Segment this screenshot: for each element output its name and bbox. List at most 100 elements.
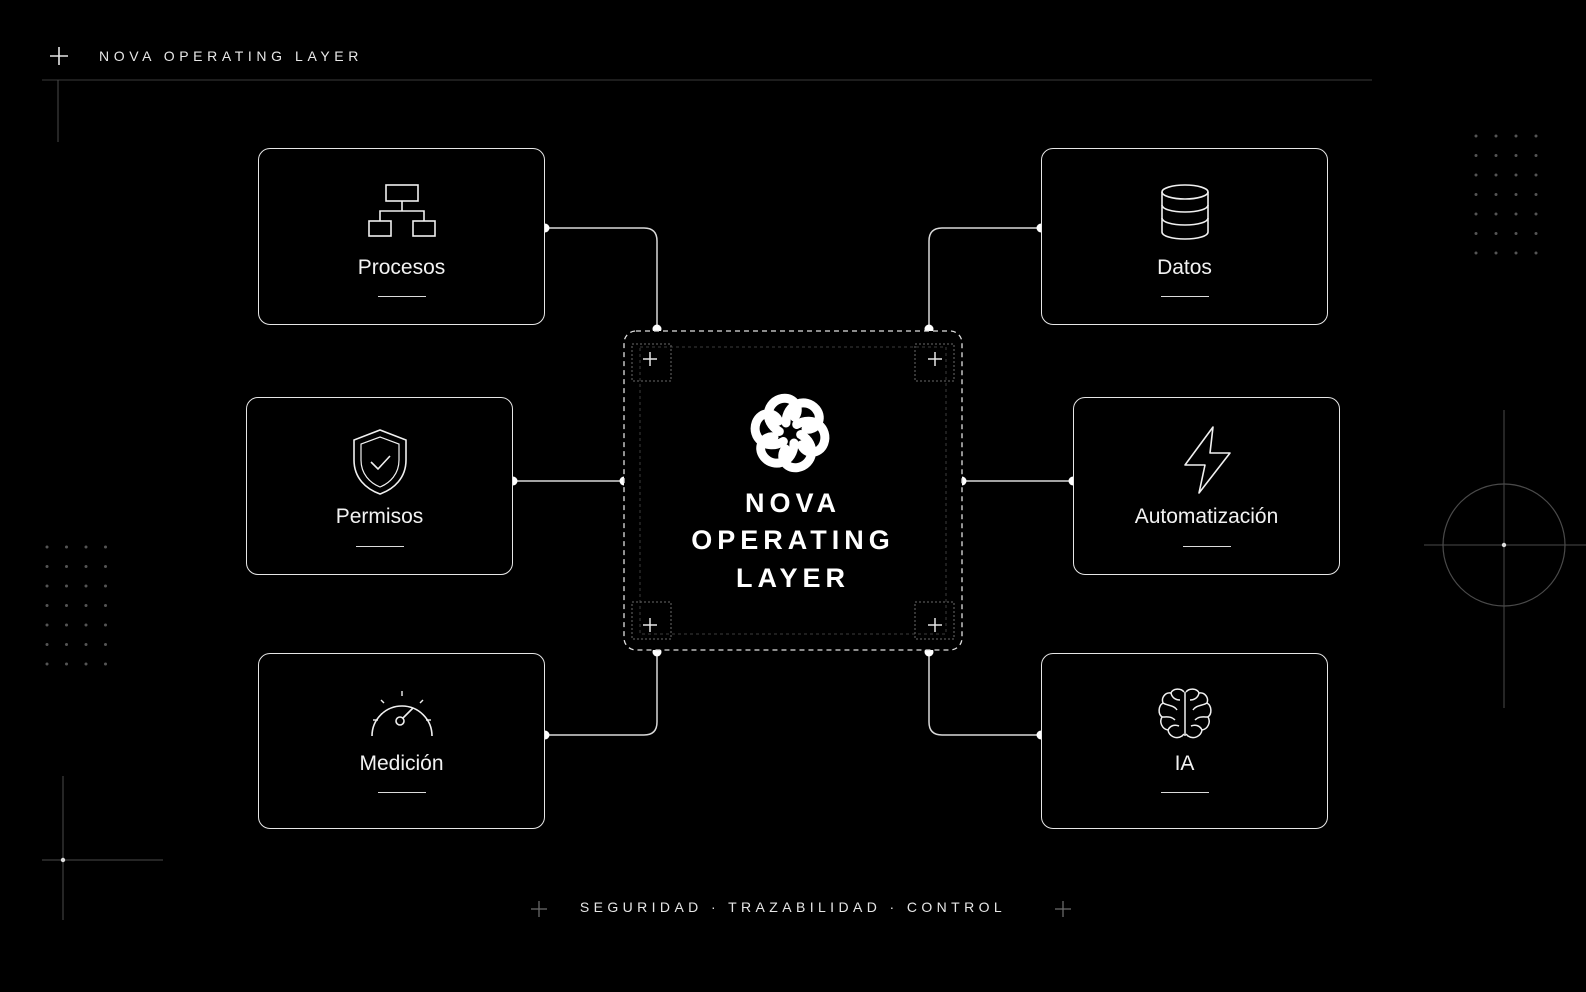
grid-dot	[65, 643, 68, 646]
module-card-procesos[interactable]: Procesos	[258, 148, 545, 325]
label-underline	[377, 792, 426, 793]
grid-dot	[1494, 173, 1498, 177]
module-card-ia[interactable]: IA	[1041, 653, 1328, 829]
footer-tagline: SEGURIDAD · TRAZABILIDAD · CONTROL	[579, 899, 1007, 915]
grid-dot	[1534, 193, 1538, 196]
hub-frame	[623, 330, 963, 651]
logo-loop	[764, 393, 802, 436]
database-icon	[1160, 184, 1209, 240]
grid-dot	[1474, 251, 1478, 255]
grid-dot	[1494, 232, 1498, 235]
grid-dot	[45, 545, 49, 549]
label-underline	[355, 546, 404, 547]
grid-dot	[45, 623, 49, 627]
grid-dot	[1534, 173, 1538, 177]
grid-dot	[1514, 232, 1518, 235]
grid-dot	[65, 565, 68, 568]
brain-icon	[1157, 688, 1212, 739]
hub-title-line-2: OPERATING	[691, 525, 895, 555]
grid-dot	[1534, 154, 1538, 157]
module-card-medicion[interactable]: Medición	[258, 653, 545, 829]
grid-dot	[65, 545, 68, 549]
module-label: Automatización	[1134, 505, 1279, 528]
dot-grid-left	[45, 545, 107, 666]
grid-dot	[84, 584, 88, 588]
grid-dot	[1514, 251, 1518, 255]
grid-dot	[104, 604, 107, 607]
label-underline	[1160, 792, 1209, 793]
module-label: Procesos	[357, 256, 446, 279]
grid-dot	[104, 623, 107, 627]
grid-dot	[45, 604, 49, 607]
grid-dot	[65, 604, 68, 607]
grid-dot	[1514, 193, 1518, 196]
grid-dot	[45, 643, 49, 646]
grid-dot	[65, 623, 68, 627]
hub-title-line-1: NOVA	[744, 488, 841, 518]
grid-dot	[104, 565, 107, 568]
module-label: Datos	[1157, 256, 1212, 279]
module-card-datos[interactable]: Datos	[1041, 148, 1328, 325]
grid-dot	[84, 565, 88, 568]
grid-dot	[1494, 212, 1498, 216]
grid-dot	[65, 662, 68, 666]
footer-plus-left-icon	[531, 901, 547, 917]
logo-loop	[792, 416, 830, 457]
grid-dot	[1494, 154, 1498, 157]
shield-check-icon	[352, 429, 407, 495]
grid-dot	[1474, 154, 1478, 157]
grid-dot	[84, 623, 88, 627]
grid-dot	[1514, 134, 1518, 138]
grid-dot	[1514, 212, 1518, 216]
grid-dot	[1494, 134, 1498, 138]
grid-dot	[45, 662, 49, 666]
grid-dot	[1474, 173, 1478, 177]
connector-ia	[928, 652, 1041, 736]
gauge-icon	[370, 691, 433, 737]
module-label: IA	[1174, 752, 1195, 775]
connector-procesos	[545, 227, 658, 329]
grid-dot	[1474, 212, 1478, 216]
logo-loop	[750, 409, 788, 450]
grid-dot	[1534, 212, 1538, 216]
header-title: NOVA OPERATING LAYER	[99, 48, 363, 64]
grid-dot	[1474, 193, 1478, 196]
logo-loop	[756, 432, 799, 468]
lightning-icon	[1183, 426, 1231, 494]
logo-loop	[778, 430, 816, 473]
module-label: Medición	[359, 752, 444, 775]
grid-dot	[1494, 251, 1498, 255]
grid-dot	[1534, 232, 1538, 235]
grid-dot	[1514, 173, 1518, 177]
grid-dot	[1514, 154, 1518, 157]
module-card-permisos[interactable]: Permisos	[246, 397, 513, 575]
grid-dot	[104, 584, 107, 588]
nova-knot-logo	[750, 393, 830, 473]
connector-lines	[513, 227, 1073, 736]
label-underline	[1160, 296, 1209, 297]
label-underline	[1182, 546, 1231, 547]
target-circle-right	[1424, 410, 1586, 708]
grid-dot	[84, 545, 88, 549]
connector-medicion	[545, 652, 658, 736]
label-underline	[377, 296, 426, 297]
header-plus-icon	[50, 47, 68, 65]
grid-dot	[84, 604, 88, 607]
grid-dot	[84, 662, 88, 666]
module-label: Permisos	[335, 505, 424, 528]
grid-dot	[45, 584, 49, 588]
grid-dot	[1474, 232, 1478, 235]
org-chart-icon	[367, 184, 436, 237]
grid-dot	[1534, 134, 1538, 138]
dot-grid-top-right	[1474, 134, 1538, 255]
logo-loop	[781, 398, 824, 434]
grid-dot	[104, 545, 107, 549]
hub-title-line-3: LAYER	[735, 563, 851, 593]
module-card-automatizacion[interactable]: Automatización	[1073, 397, 1340, 575]
grid-dot	[65, 584, 68, 588]
footer-plus-right-icon	[1055, 901, 1071, 917]
grid-dot	[104, 662, 107, 666]
grid-dot	[45, 565, 49, 568]
grid-dot	[1474, 134, 1478, 138]
